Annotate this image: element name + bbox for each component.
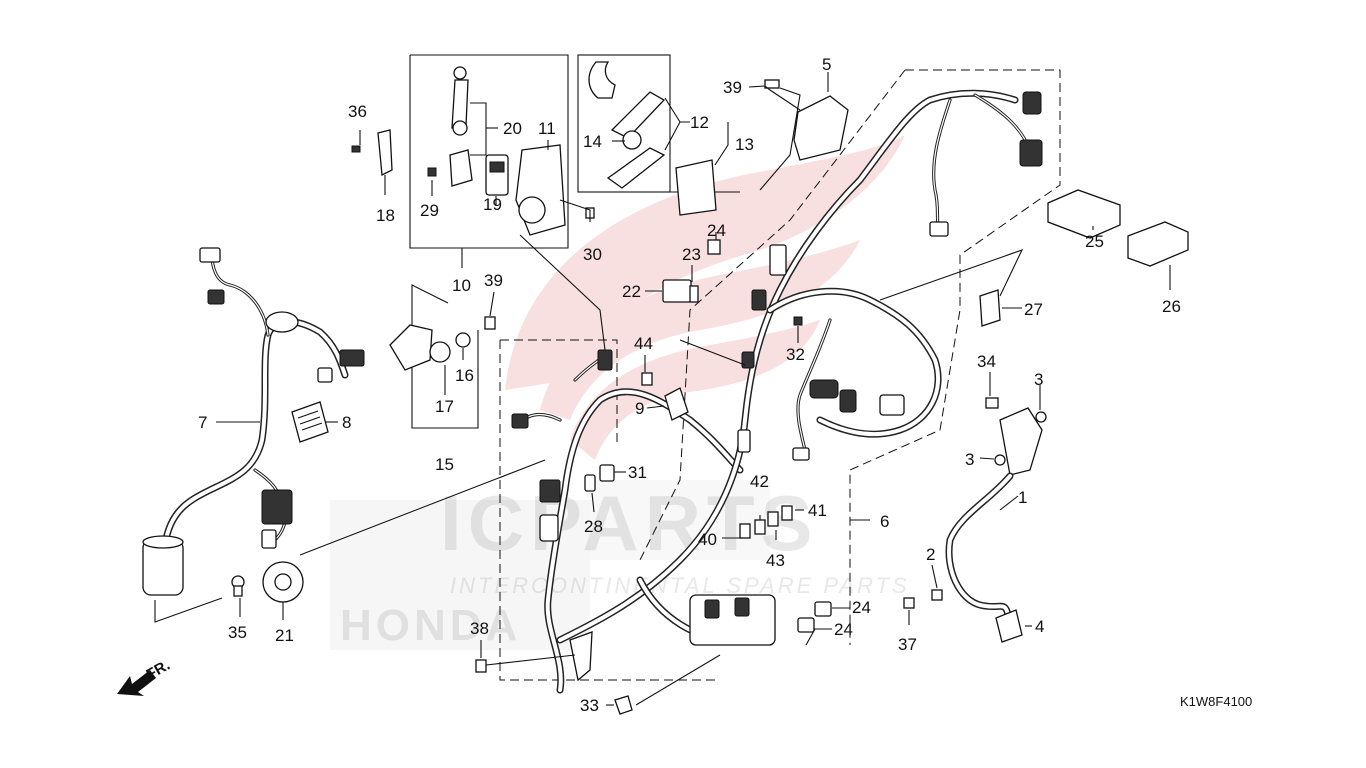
- arrow-left-down-icon: [117, 670, 156, 696]
- callout-2: 2: [926, 545, 935, 564]
- leader-lines: [154, 72, 1171, 706]
- callout-29: 29: [420, 201, 439, 220]
- callout-6: 6: [880, 512, 889, 531]
- callout-4: 4: [1035, 617, 1044, 636]
- callout-33: 33: [580, 696, 599, 715]
- group-box-15: [411, 284, 479, 429]
- diagram-code: K1W8F4100: [1180, 694, 1252, 709]
- callout-37: 37: [898, 635, 917, 654]
- components: [231, 61, 1189, 715]
- callout-1: 1: [1018, 488, 1027, 507]
- callout-20: 20: [503, 119, 522, 138]
- callout-32: 32: [786, 345, 805, 364]
- callout-3b: 3: [965, 450, 974, 469]
- callout-26: 26: [1162, 297, 1181, 316]
- callout-22: 22: [622, 282, 641, 301]
- callout-5: 5: [822, 55, 831, 74]
- callout-21: 21: [275, 626, 294, 645]
- callout-13: 13: [735, 135, 754, 154]
- callout-18: 18: [376, 206, 395, 225]
- callout-40: 40: [698, 530, 717, 549]
- callout-27: 27: [1024, 300, 1043, 319]
- callout-41: 41: [808, 501, 827, 520]
- main-wire-harness: [511, 89, 1043, 694]
- watermark-text: ICPARTS INTERCONTINENTAL SPARE PARTS HON…: [340, 479, 910, 650]
- watermark-brand: ICPARTS: [440, 479, 819, 567]
- callout-19: 19: [483, 195, 502, 214]
- callout-25: 25: [1085, 232, 1104, 251]
- callout-42: 42: [750, 472, 769, 491]
- front-direction-indicator: FR.: [117, 657, 173, 696]
- callout-39a: 39: [723, 78, 742, 97]
- callout-8: 8: [342, 413, 351, 432]
- callout-38: 38: [470, 619, 489, 638]
- callout-3a: 3: [1034, 370, 1043, 389]
- callout-39b: 39: [484, 271, 503, 290]
- group-box-10: [409, 54, 569, 268]
- callout-16: 16: [455, 366, 474, 385]
- callout-9: 9: [635, 399, 644, 418]
- callout-15: 15: [435, 455, 454, 474]
- callout-31: 31: [628, 463, 647, 482]
- callout-17: 17: [435, 397, 454, 416]
- callout-24b: 24: [852, 598, 871, 617]
- callout-11: 11: [538, 119, 556, 138]
- callout-12: 12: [690, 113, 709, 132]
- callout-34: 34: [977, 352, 996, 371]
- callout-24c: 24: [834, 620, 853, 639]
- callout-36: 36: [348, 102, 367, 121]
- callout-30: 30: [583, 245, 602, 264]
- callout-14: 14: [583, 132, 602, 151]
- callout-35: 35: [228, 623, 247, 642]
- callout-28: 28: [584, 517, 603, 536]
- watermark-logo-text: HONDA: [340, 601, 521, 650]
- sub-harness-7: [142, 247, 365, 596]
- callout-23: 23: [682, 245, 701, 264]
- callout-43: 43: [766, 551, 785, 570]
- callout-24a: 24: [707, 221, 726, 240]
- callout-10: 10: [452, 276, 471, 295]
- callout-7: 7: [198, 413, 207, 432]
- callout-44: 44: [634, 334, 653, 353]
- harness-outline-6: [499, 69, 1061, 681]
- callout-labels: 1 2 3 3 4 5 6 7 8 9 10 11 12 13 14 15 16…: [198, 55, 1181, 715]
- watermark-tagline: INTERCONTINENTAL SPARE PARTS: [450, 573, 910, 598]
